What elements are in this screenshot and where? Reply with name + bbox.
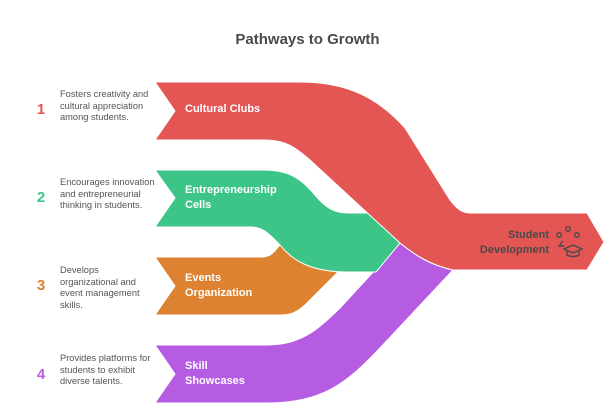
pathway-label-2-line2: Cells <box>185 199 212 211</box>
pathway-number-3: 3 <box>36 277 46 294</box>
pathway-description-2: Encourages innovation and entrepreneuria… <box>60 177 155 210</box>
pathway-description-1: Fosters creativity and cultural apprecia… <box>60 89 149 122</box>
pathway-label-1: Cultural Clubs <box>185 102 260 117</box>
pathway-label-4-line1: Skill <box>185 360 208 372</box>
pathway-label-2-line1: Entrepreneurship <box>185 184 277 196</box>
output-label: Student Development <box>480 228 549 258</box>
band-cultural-clubs <box>154 81 605 271</box>
pathway-label-2: Entrepreneurship Cells <box>185 183 277 213</box>
band-entrepreneurship-cells <box>154 169 401 273</box>
pathway-label-4-line2: Showcases <box>185 375 245 387</box>
output-label-line2: Development <box>479 244 549 256</box>
pathway-number-4: 4 <box>36 366 46 383</box>
pathway-label-4: Skill Showcases <box>185 359 245 389</box>
output-label-line1: Student <box>508 229 549 241</box>
diagram-title: Pathways to Growth <box>235 31 380 48</box>
pathway-label-3: Events Organization <box>185 271 252 301</box>
pathway-description-4: Provides platforms for students to exhib… <box>60 353 151 386</box>
pathway-label-3-line2: Organization <box>185 287 253 299</box>
pathway-number-2: 2 <box>36 189 46 206</box>
pathway-number-1: 1 <box>36 101 46 118</box>
graduation-cap-people-icon <box>556 226 584 258</box>
pathway-label-1-line1: Cultural Clubs <box>185 103 261 115</box>
pathway-description-3: Develops organizational and event manage… <box>60 265 140 310</box>
pathway-label-3-line1: Events <box>185 272 222 284</box>
